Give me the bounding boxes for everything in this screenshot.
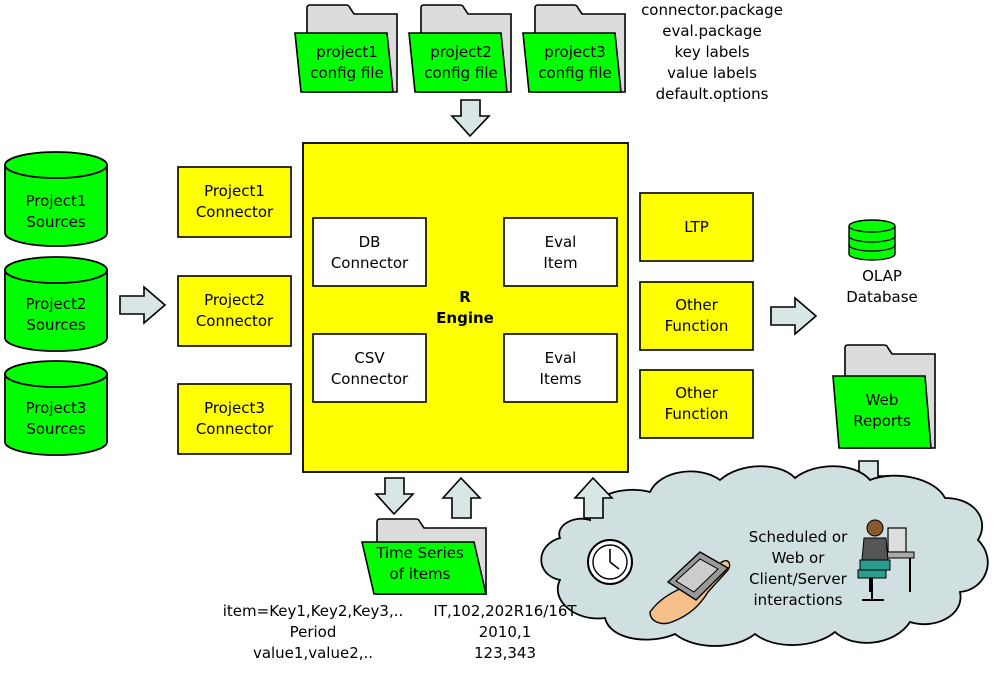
config-file-label-1: project1 config file	[310, 43, 384, 82]
other-function-box-1	[639, 281, 754, 351]
source-label-3: Project3 Sources	[25, 399, 87, 438]
timeseries-to-engine-arrow	[441, 476, 482, 519]
db-connector-box	[312, 217, 427, 287]
other-function-label-2: Other Function	[664, 384, 729, 423]
ltp-label: LTP	[684, 218, 709, 236]
r-engine-title: R Engine	[436, 288, 494, 327]
web-reports-label: Web Reports	[853, 391, 911, 430]
config-folder-1	[294, 4, 398, 93]
connector-label-2: Project2 Connector	[195, 291, 274, 330]
eval-item-label: Eval Item	[543, 233, 578, 272]
clock-icon	[587, 539, 633, 585]
time-series-example: IT,102,202R16/16T 2010,1 123,343	[433, 602, 577, 662]
time-series-format: item=Key1,Key2,Key3,.. Period value1,val…	[222, 602, 404, 662]
csv-connector-box	[312, 333, 427, 403]
olap-label: OLAP Database	[846, 267, 918, 306]
config-folder-2	[408, 4, 512, 93]
connector-box-3	[177, 383, 292, 455]
source-label-1: Project1 Sources	[25, 192, 87, 231]
sources-to-connectors-arrow	[119, 285, 167, 325]
eval-items-label: Eval Items	[539, 349, 582, 388]
time-series-folder	[360, 518, 488, 595]
handheld-device-icon	[649, 551, 731, 625]
eval-items-box	[503, 333, 618, 403]
r-engine-box	[302, 142, 629, 473]
source-cylinder-2	[4, 256, 108, 352]
config-folder-3	[522, 4, 626, 93]
connector-label-1: Project1 Connector	[195, 182, 274, 221]
connector-box-1	[177, 166, 292, 238]
engine-to-timeseries-arrow	[374, 477, 415, 516]
other-function-box-2	[639, 369, 754, 439]
source-label-2: Project2 Sources	[25, 295, 87, 334]
other-function-label-1: Other Function	[664, 296, 729, 335]
interactions-label: Scheduled or Web or Client/Server intera…	[748, 528, 848, 609]
time-series-label: Time Series of items	[376, 544, 464, 583]
csv-connector-label: CSV Connector	[330, 349, 409, 388]
config-to-engine-arrow	[450, 99, 491, 138]
connector-label-3: Project3 Connector	[195, 399, 274, 438]
connector-box-2	[177, 275, 292, 347]
source-cylinder-1	[4, 151, 108, 247]
source-cylinder-3	[4, 360, 108, 456]
person-at-computer-icon	[857, 519, 915, 601]
config-file-label-2: project2 config file	[424, 43, 498, 82]
eval-item-box	[503, 217, 618, 287]
config-options-list: connector.package eval.package key label…	[641, 1, 783, 103]
db-connector-label: DB Connector	[330, 233, 409, 272]
functions-to-olap-arrow	[770, 296, 818, 336]
config-file-label-3: project3 config file	[538, 43, 612, 82]
cloud-to-engine-arrow	[573, 476, 614, 519]
ltp-box	[639, 192, 754, 262]
olap-database-icon	[848, 219, 896, 261]
interactions-cloud	[540, 465, 989, 647]
web-reports-folder	[832, 344, 936, 449]
